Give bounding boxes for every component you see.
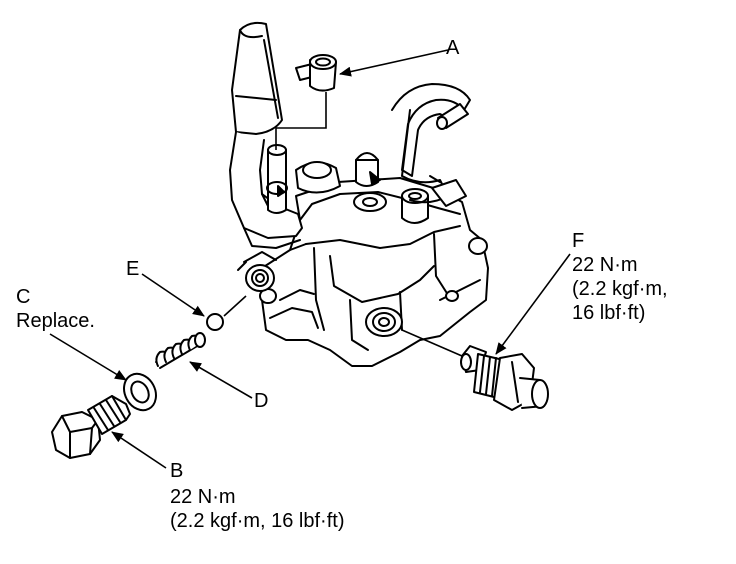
top-pin-center	[295, 161, 341, 194]
leader-d	[189, 361, 253, 399]
leader-b	[111, 431, 167, 469]
callout-b-torque: 22 N·m	[170, 486, 236, 508]
callout-b-torque-alt: (2.2 kgf·m, 16 lbf·ft)	[170, 510, 345, 532]
leader-e	[141, 273, 205, 317]
part-c-washer	[123, 372, 157, 412]
callout-f-torque: 22 N·m	[572, 254, 638, 276]
callout-c-note: Replace.	[16, 310, 95, 332]
callout-f-letter: F	[572, 230, 585, 252]
part-e-ball	[206, 313, 224, 331]
body-top-cylinder	[401, 188, 429, 224]
part-f-fitting	[460, 345, 549, 411]
callout-c-letter: C	[16, 286, 31, 308]
part-d-spring	[155, 332, 206, 369]
callout-d-letter: D	[254, 390, 269, 412]
part-a-pin	[295, 54, 337, 92]
leader-c	[49, 333, 127, 381]
top-pin-right	[355, 152, 381, 187]
leader-a	[339, 49, 449, 77]
leader-f	[495, 253, 571, 355]
leader-a-secondary	[275, 92, 327, 150]
axis-e	[223, 295, 247, 317]
callout-f-torque-alt-2: 16 lbf·ft)	[572, 302, 646, 324]
pipe-bracket	[391, 83, 471, 207]
callout-a-letter: A	[446, 37, 460, 59]
callout-e-letter: E	[126, 258, 140, 280]
callout-f-torque-alt-1: (2.2 kgf·m,	[572, 278, 668, 300]
part-b-plug-bolt	[51, 395, 131, 459]
valve-body	[237, 177, 489, 367]
shift-lever	[229, 21, 303, 249]
axis-f	[401, 329, 463, 357]
callout-b-letter: B	[170, 460, 184, 482]
